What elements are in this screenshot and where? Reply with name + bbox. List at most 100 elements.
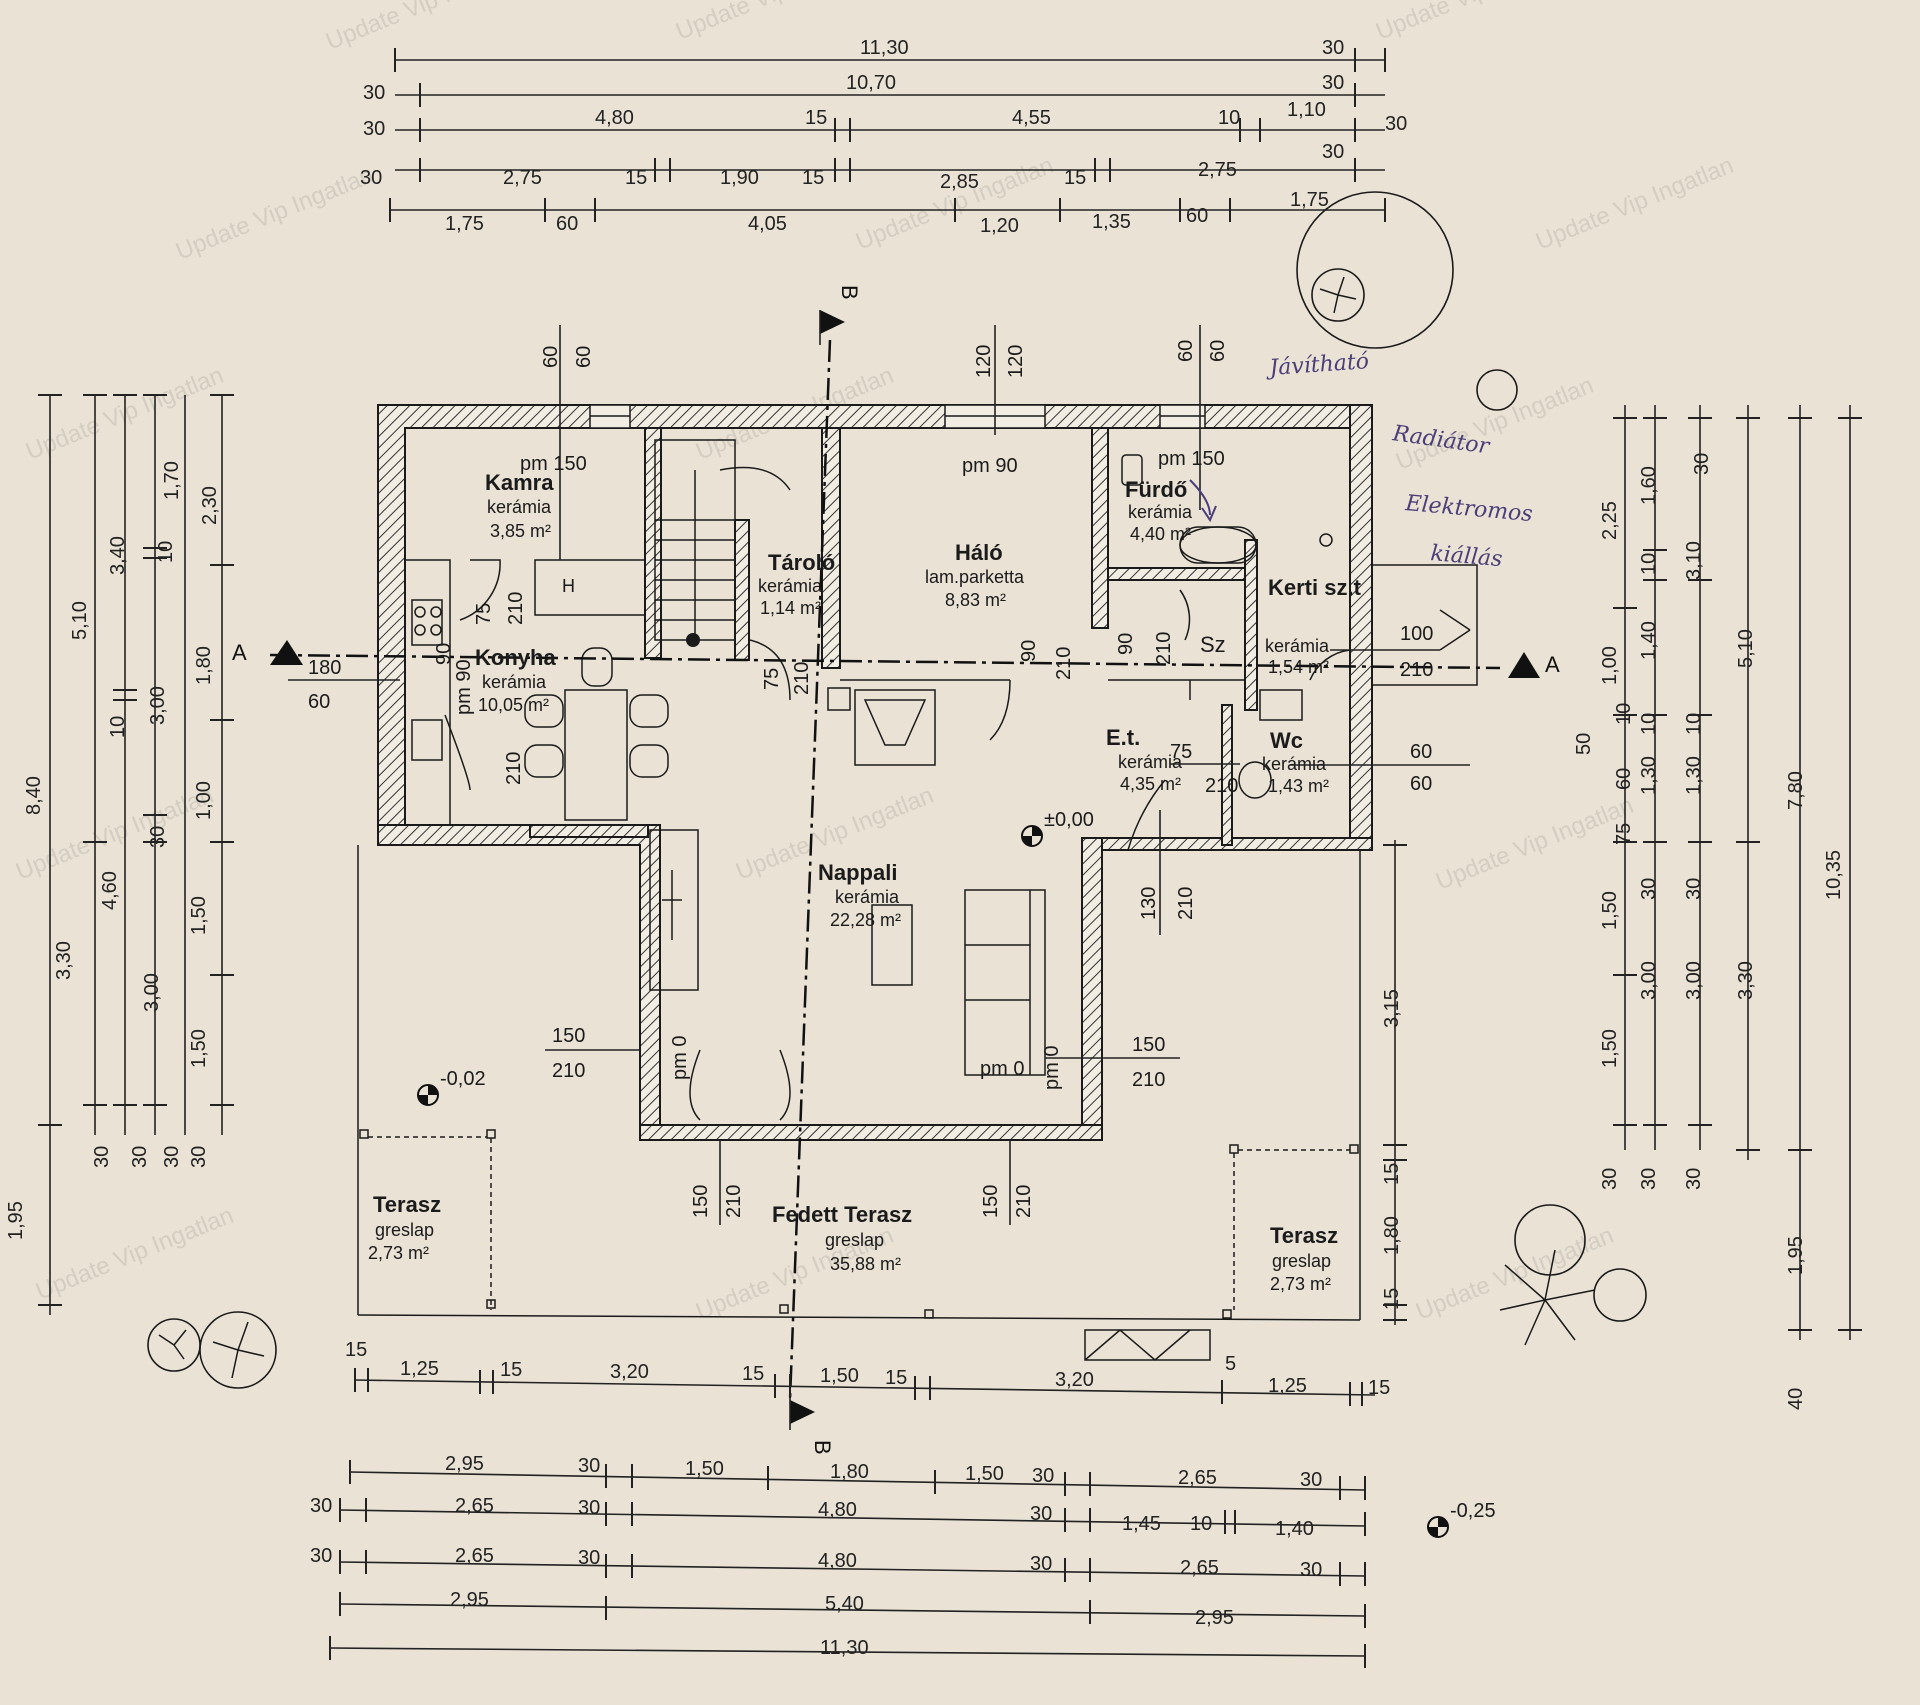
section-mark-a-right: A: [1545, 652, 1560, 677]
dim-label: 10: [107, 716, 129, 738]
et-bottom-wall: [1101, 837, 1373, 851]
opening-label: 60: [573, 346, 595, 368]
dim-label: 30: [360, 167, 382, 189]
dim-label: 4,80: [595, 107, 634, 129]
dim-label: 30: [1638, 1168, 1660, 1190]
partition-kerti: [1244, 539, 1258, 711]
room-area: 1,43 m²: [1268, 776, 1329, 796]
living-bottom-wall: [639, 1124, 1103, 1141]
dim-label: 15: [1368, 1377, 1390, 1399]
dim-label: 2,95: [1195, 1607, 1234, 1629]
dim-label: 1,80: [1381, 1216, 1403, 1255]
garden-shed: [1371, 564, 1478, 686]
watermark-text: Update Vip Ingatlan: [172, 162, 377, 266]
dim-label: 15: [742, 1363, 764, 1385]
partition-wc-left: [1221, 704, 1233, 846]
dim-label: 15: [805, 107, 827, 129]
opening-label: 90: [433, 643, 455, 665]
room-name: Tároló: [768, 550, 835, 575]
room-nappali: Nappali kerámia 22,28 m²: [818, 860, 901, 930]
dim-label: 5: [1225, 1353, 1236, 1375]
dim-label: 60: [556, 213, 578, 235]
dim-label: 1,50: [820, 1365, 859, 1387]
room-area: 2,73 m²: [368, 1243, 429, 1263]
dim-label: 30: [363, 118, 385, 140]
dim-label: 2,75: [1198, 159, 1237, 181]
sz-label: Sz: [1200, 632, 1226, 657]
partition-taroló: [734, 519, 750, 661]
dim-label: 3,00: [141, 973, 163, 1012]
dim-label: 7,80: [1785, 771, 1807, 810]
dim-label: 10: [155, 541, 177, 563]
h-mark: H: [562, 576, 575, 596]
room-fedett-terasz: Fedett Terasz greslap 35,88 m²: [772, 1202, 912, 1274]
room-name: E.t.: [1106, 725, 1140, 750]
dim-label: 30: [1683, 878, 1705, 900]
handwritten-note: Jávítható: [1265, 349, 1370, 381]
outer-wall-right: [1349, 404, 1373, 851]
level-label: -0,02: [440, 1068, 486, 1090]
sill-label: pm 90: [962, 455, 1018, 477]
dim-label: 30: [147, 826, 169, 848]
dim-label: 10: [1638, 553, 1660, 575]
opening-label: 120: [1005, 345, 1027, 378]
dim-label: 30: [578, 1455, 600, 1477]
room-area: 8,83 m²: [945, 590, 1006, 610]
room-area: 22,28 m²: [830, 910, 901, 930]
dim-label: 15: [625, 167, 647, 189]
dim-label: 2,65: [455, 1545, 494, 1567]
opening-label: 210: [552, 1060, 585, 1082]
dim-label: 15: [1381, 1163, 1403, 1185]
dim-label: 15: [500, 1359, 522, 1381]
opening-label: 75: [761, 668, 783, 690]
room-furdo: Fürdő kerámia 4,40 m²: [1125, 477, 1193, 544]
partition-kamra: [644, 427, 662, 659]
windows: [589, 404, 1206, 429]
watermark-text: Update Vip Ingatlan: [672, 0, 877, 46]
dim-label: 1,75: [1290, 189, 1329, 211]
partition-kitchen-right: [529, 824, 649, 838]
dimensions-top: 11,30 30 30 10,70 30 30 4,80 15 4,55 10 …: [360, 37, 1407, 237]
dim-label: 1,95: [5, 1201, 27, 1240]
opening-label: 60: [1207, 340, 1229, 362]
handwritten-note: Elektromos: [1403, 491, 1533, 527]
dim-label: 1,25: [400, 1358, 439, 1380]
tree-icon: [1296, 191, 1454, 349]
sill-label: pm 150: [1158, 448, 1225, 470]
dim-label: 3,15: [1381, 989, 1403, 1028]
opening-label: 210: [1132, 1069, 1165, 1091]
tree-icon: [1476, 369, 1518, 411]
dim-label: 30: [1030, 1503, 1052, 1525]
room-floor: kerámia: [758, 576, 823, 596]
watermark-text: Update Vip Ingatlan: [1392, 372, 1597, 476]
opening-label: 210: [1175, 887, 1197, 920]
tree-icon: [1499, 1204, 1647, 1346]
dim-label: 1,00: [1599, 646, 1621, 685]
dimensions-left: 8,40 1,95 5,10 3,30 30 3,40 10 4,60 30 1…: [5, 394, 234, 1315]
dim-label: 10: [1638, 713, 1660, 735]
dim-label: 30: [310, 1495, 332, 1517]
sill-label: pm 0: [980, 1058, 1024, 1080]
opening-label: 210: [1205, 775, 1238, 797]
level-label: ±0,00: [1044, 809, 1094, 831]
room-area: 1,14 m²: [760, 598, 821, 618]
dim-label: 30: [1322, 72, 1344, 94]
dim-label: 2,25: [1599, 501, 1621, 540]
section-lines: A A B B: [232, 285, 1560, 1455]
room-konyha: Konyha kerámia 10,05 m²: [475, 645, 556, 715]
opening-label: 210: [1013, 1185, 1035, 1218]
section-mark-b-bottom: B: [810, 1440, 835, 1455]
opening-label: 60: [1410, 741, 1432, 763]
level-mark-terrace: -0,02: [417, 1068, 486, 1106]
dim-label: 30: [1385, 113, 1407, 135]
trees: [147, 191, 1647, 1389]
dim-label: 3,20: [610, 1361, 649, 1383]
room-name: Terasz: [373, 1192, 441, 1217]
watermark-text: Update Vip Ingatlan: [322, 0, 527, 56]
dim-label: 30: [1300, 1559, 1322, 1581]
room-floor: kerámia: [1128, 502, 1193, 522]
opening-label: 180: [308, 657, 341, 679]
partition-furdo-bottom: [1107, 567, 1249, 581]
level-mark-main: ±0,00: [1021, 809, 1094, 847]
